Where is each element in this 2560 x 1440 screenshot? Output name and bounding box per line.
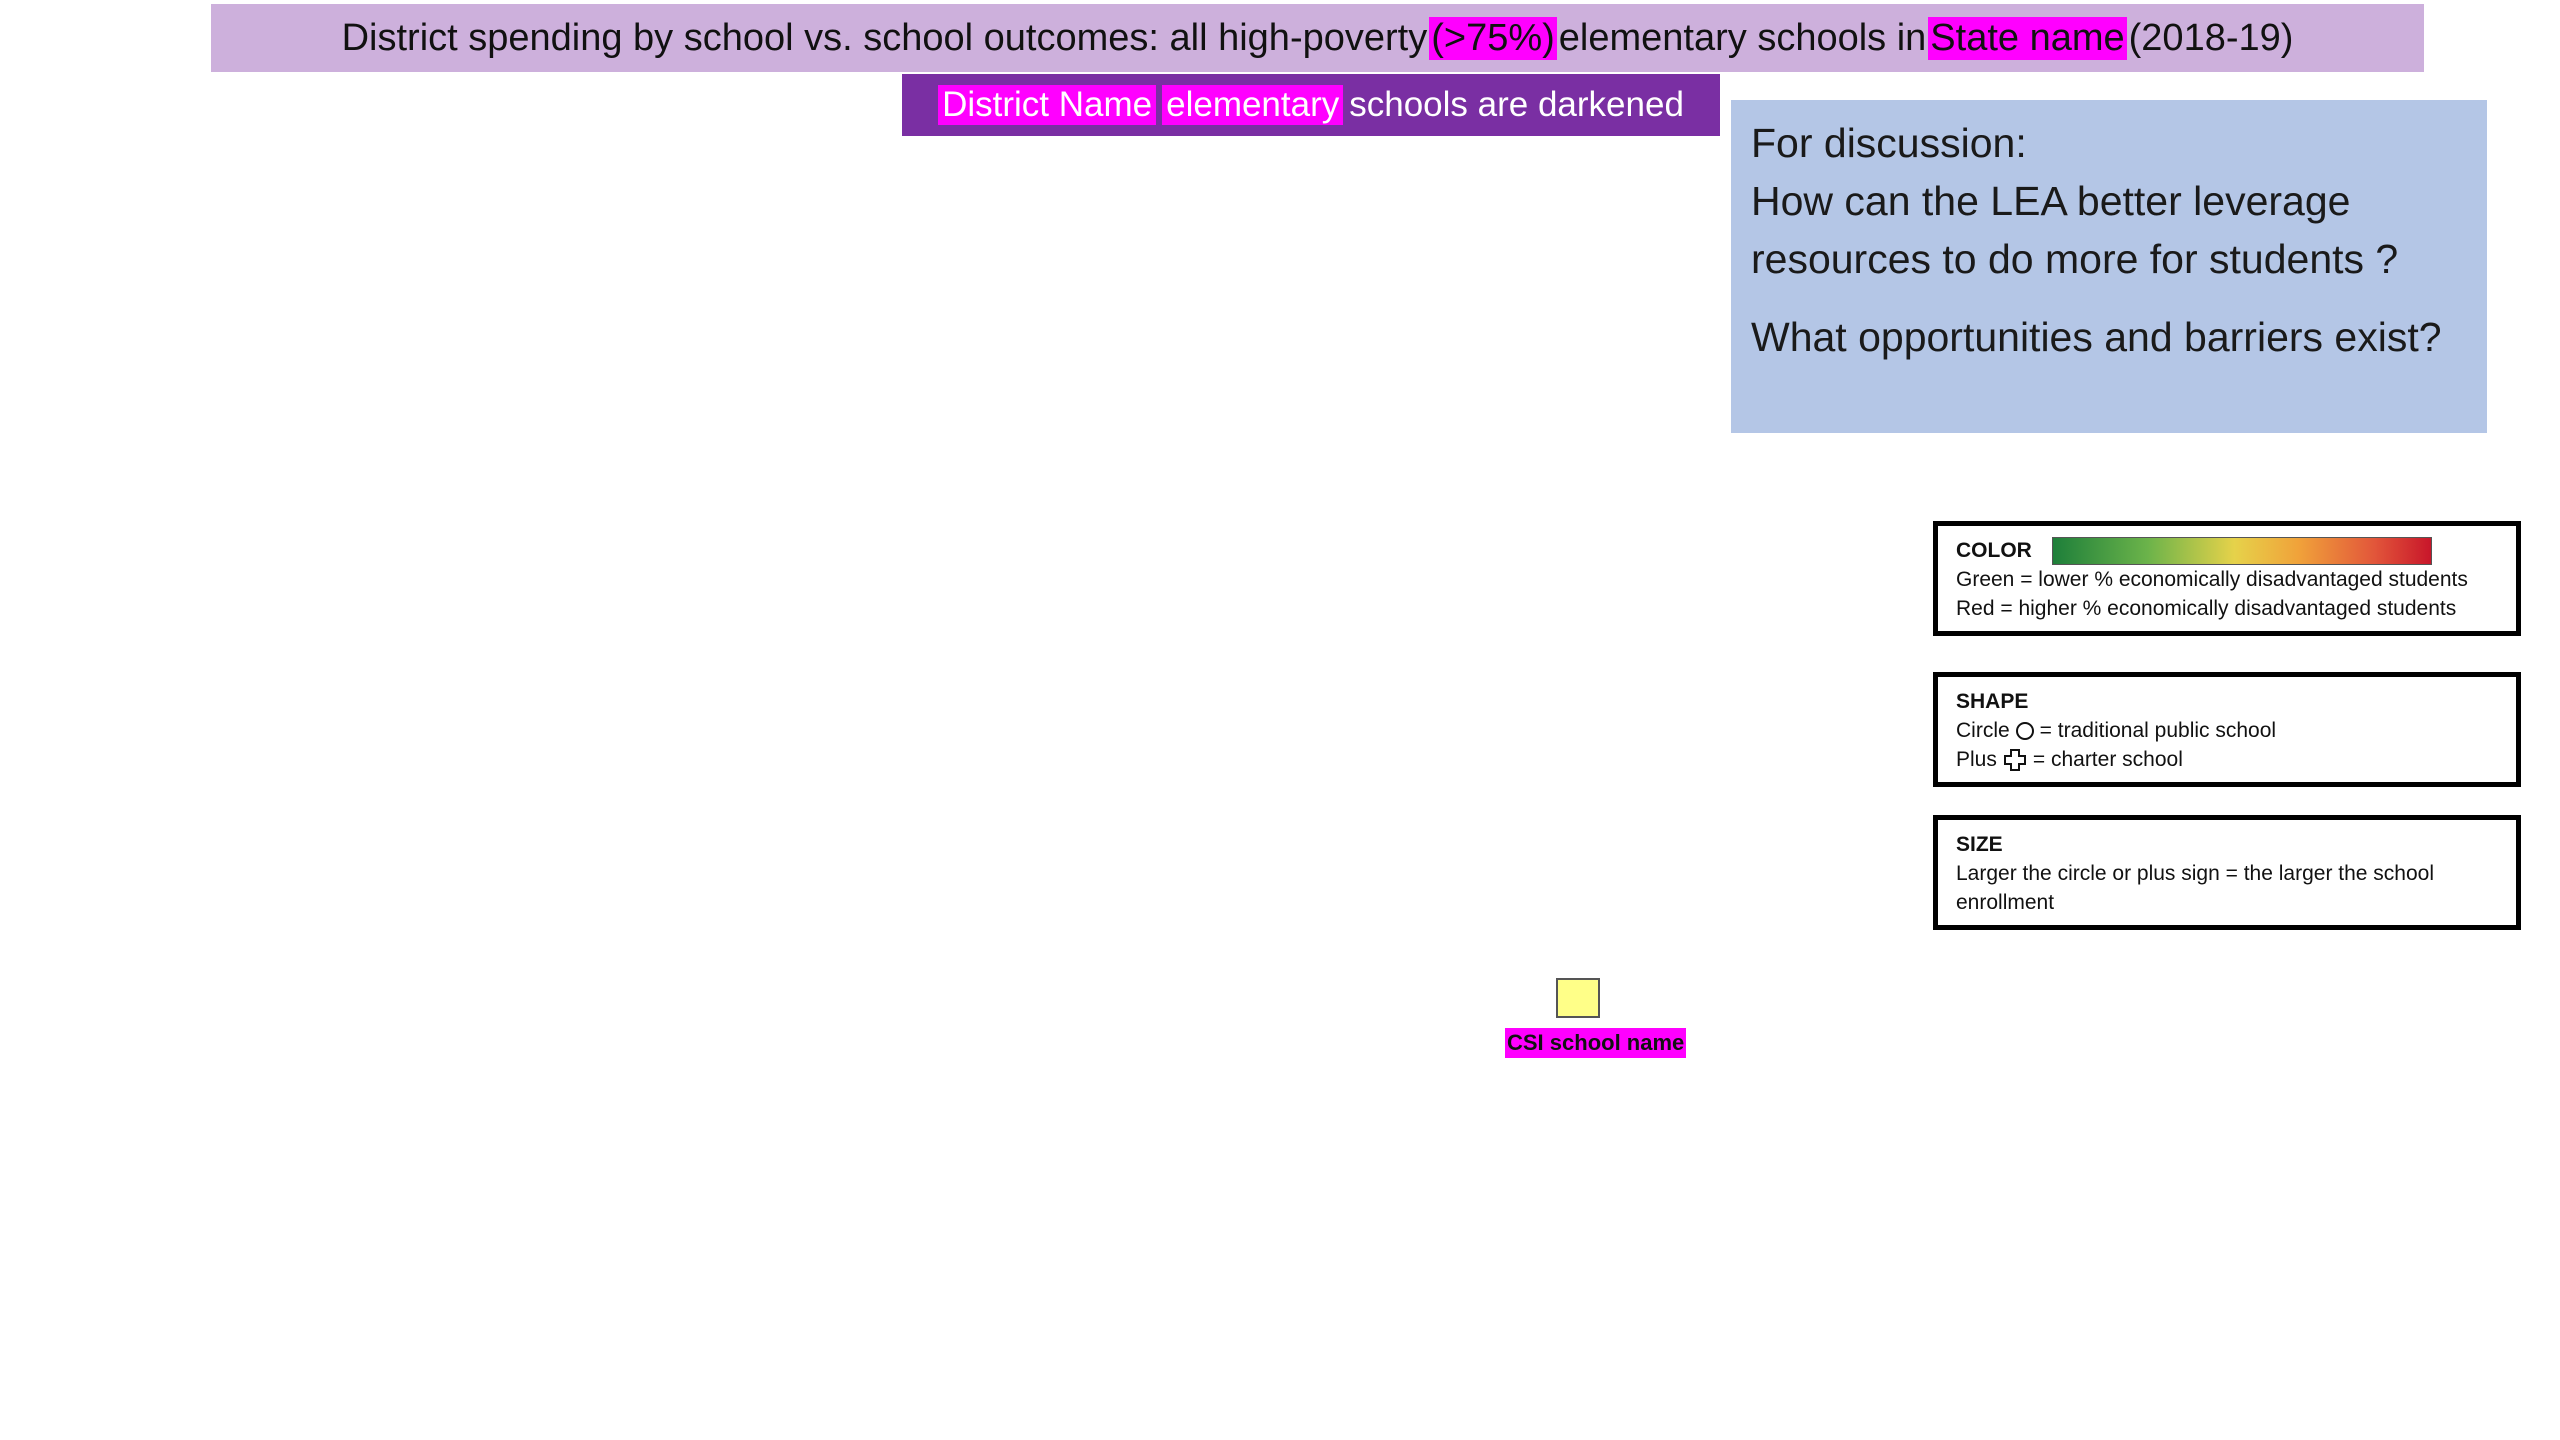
csi-school-label: CSI school name — [1505, 1028, 1687, 1058]
legend-plus-prefix: Plus — [1956, 748, 1997, 771]
discussion-question-2: What opportunities and barriers exist? — [1751, 314, 2442, 360]
csi-school-marker — [1556, 978, 1600, 1018]
subtitle-text: schools are darkened — [1349, 85, 1684, 124]
title-text-part2: elementary schools in — [1558, 16, 1927, 59]
legend-color-header: COLOR — [1956, 536, 2498, 565]
discussion-question-1: How can the LEA better leverage resource… — [1751, 178, 2399, 282]
title-highlight-poverty: (>75%) — [1429, 16, 1557, 60]
title-text-part3: (2018-19) — [2128, 16, 2294, 59]
legend-color-line-2: Red = higher % economically disadvantage… — [1956, 597, 2457, 620]
legend-shape-plus-row: Plus = charter school — [1956, 745, 2498, 774]
legend-circle-suffix: = traditional public school — [2039, 719, 2277, 742]
slide-subtitle: District Name elementary schools are dar… — [902, 74, 1720, 136]
title-text-part1: District spending by school vs. school o… — [341, 16, 1428, 59]
legend-size-heading: SIZE — [1956, 833, 2003, 856]
legend-shape-circle-row: Circle = traditional public school — [1956, 716, 2498, 745]
legend-size-box: SIZE Larger the circle or plus sign = th… — [1933, 815, 2521, 930]
legend-color-box: COLOR Green = lower % economically disad… — [1933, 521, 2521, 636]
legend-circle-prefix: Circle — [1956, 719, 2010, 742]
subtitle-highlight-level: elementary — [1162, 85, 1344, 125]
legend-shape-box: SHAPE Circle= traditional public school … — [1933, 672, 2521, 787]
discussion-heading: For discussion: — [1751, 120, 2027, 166]
title-highlight-state: State name — [1928, 16, 2127, 60]
discussion-box: For discussion: How can the LEA better l… — [1731, 100, 2487, 433]
color-gradient-bar — [2051, 536, 2432, 565]
plus-icon — [2003, 749, 2026, 772]
legend-color-heading: COLOR — [1956, 539, 2032, 562]
legend-shape-heading: SHAPE — [1956, 690, 2029, 713]
legend-size-line-1: Larger the circle or plus sign = the lar… — [1956, 862, 2435, 914]
circle-icon — [2015, 722, 2034, 741]
legend-color-line-1: Green = lower % economically disadvantag… — [1956, 568, 2468, 591]
slide-title: District spending by school vs. school o… — [211, 4, 2424, 72]
legend-plus-suffix: = charter school — [2032, 748, 2183, 771]
subtitle-highlight-district: District Name — [938, 85, 1157, 125]
